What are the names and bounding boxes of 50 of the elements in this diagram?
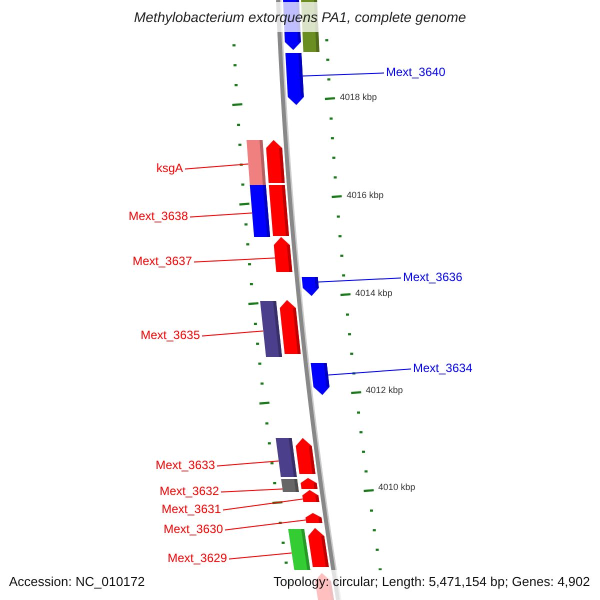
gene-block bbox=[280, 300, 301, 354]
gene-block bbox=[302, 490, 320, 502]
leader-line bbox=[202, 330, 264, 336]
scale-label: 4014 kbp bbox=[355, 288, 392, 298]
gene-block bbox=[300, 478, 318, 489]
scale-label: 4010 kbp bbox=[378, 482, 416, 492]
gene-label: Mext_3638 bbox=[128, 209, 188, 223]
leader-line bbox=[222, 498, 304, 510]
gene-label: Mext_3632 bbox=[160, 484, 219, 498]
genome-info-text: Topology: circular; Length: 5,471,154 bp; Genes: 4,902 bbox=[273, 574, 590, 589]
scale-label: 4018 kbp bbox=[340, 92, 377, 102]
gene-block bbox=[288, 529, 310, 570]
gene-block bbox=[266, 140, 285, 183]
scale-label: 4012 kbp bbox=[366, 385, 403, 395]
gene-label: Mext_3629 bbox=[168, 551, 227, 565]
gene-label: Mext_3636 bbox=[403, 270, 462, 284]
map-title: Methylobacterium extorquens PA1, complete genome bbox=[132, 9, 468, 25]
gene-block bbox=[296, 438, 316, 474]
leader-line bbox=[194, 258, 276, 262]
gene-block bbox=[302, 277, 319, 296]
gene-label: Mext_3640 bbox=[386, 65, 446, 79]
gene-label: Mext_3634 bbox=[413, 361, 472, 375]
leader-line bbox=[184, 164, 249, 170]
gene-block bbox=[308, 528, 329, 567]
gene-label: Mext_3631 bbox=[162, 502, 221, 516]
leader-line bbox=[190, 212, 253, 218]
scale-label: 4016 kbp bbox=[346, 190, 384, 200]
leader-line bbox=[302, 72, 384, 76]
gene-label: ksgA bbox=[156, 161, 183, 175]
gene-block bbox=[310, 363, 330, 395]
leader-line bbox=[220, 488, 283, 492]
gene-block bbox=[305, 513, 322, 523]
leader-line bbox=[318, 278, 402, 282]
gene-block bbox=[276, 438, 297, 477]
leader-line bbox=[216, 460, 280, 466]
leader-line bbox=[224, 520, 306, 530]
gene-block bbox=[281, 479, 299, 492]
gene-block bbox=[274, 237, 292, 272]
gene-label: Mext_3630 bbox=[164, 522, 223, 536]
gene-block bbox=[260, 301, 282, 357]
leader-line bbox=[328, 368, 412, 376]
gene-block bbox=[285, 53, 304, 105]
gene-block bbox=[250, 185, 270, 237]
gene-label: Mext_3637 bbox=[132, 254, 192, 268]
gene-label: Mext_3635 bbox=[140, 328, 200, 342]
accession-text: Accession: NC_010172 bbox=[9, 574, 145, 589]
gene-label: Mext_3633 bbox=[156, 458, 215, 472]
leader-line bbox=[228, 552, 292, 560]
gene-block bbox=[268, 185, 289, 236]
gene-block bbox=[246, 140, 266, 186]
